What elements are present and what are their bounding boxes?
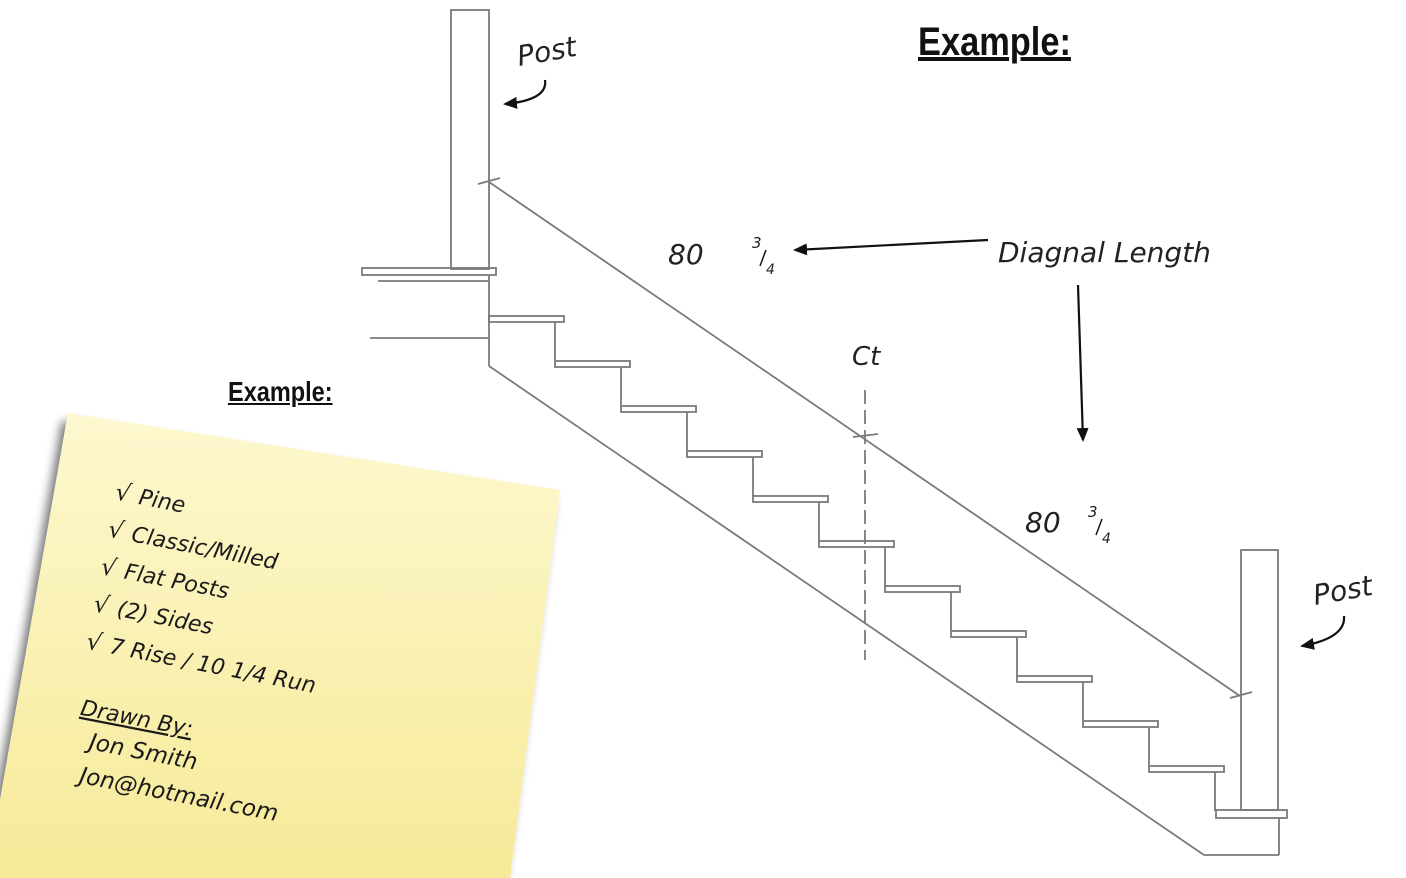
measure-upper-slash: [759, 249, 767, 267]
top-post: [450, 9, 490, 270]
stair-tread: [884, 585, 961, 593]
stair-steps: [488, 315, 1225, 811]
sticky-note: √Pine√Classic/Milled√Flat Posts√(2) Side…: [0, 413, 560, 878]
stair-tread: [1016, 675, 1093, 683]
measure-lower-numerator: 3: [1088, 503, 1098, 521]
post-arrow-top: [503, 79, 547, 109]
center-tick: [852, 433, 879, 438]
check-mark-icon: √: [106, 515, 127, 546]
stair-tread: [554, 360, 631, 368]
stair-tread: [1082, 720, 1159, 728]
check-mark-icon: √: [99, 552, 120, 583]
measure-upper-numerator: 3: [752, 234, 762, 252]
stair-tread: [686, 450, 763, 458]
diagonal-arrow-left: [793, 238, 989, 256]
bottom-landing-tread: [1215, 809, 1288, 819]
check-mark-icon: √: [91, 590, 112, 621]
measurement-lower: 80 3 4: [1025, 503, 1111, 547]
post-label-top: Post: [514, 30, 579, 73]
measure-upper-whole: 80: [668, 238, 704, 271]
measure-lower-whole: 80: [1025, 506, 1061, 539]
post-label-bottom: Post: [1310, 569, 1375, 612]
top-landing-tread: [361, 267, 497, 276]
stringer-bottom-line: [488, 365, 1205, 856]
bottom-post: [1240, 549, 1279, 811]
stair-tread: [818, 540, 895, 548]
post-arrow-bottom: [1300, 615, 1346, 650]
measure-upper-denominator: 4: [766, 262, 775, 278]
measure-lower-denominator: 4: [1102, 531, 1111, 547]
stair-tread: [752, 495, 829, 503]
stair-tread: [950, 630, 1027, 638]
stair-tread: [620, 405, 697, 413]
diagonal-arrow-down: [1076, 284, 1089, 442]
check-mark-icon: √: [84, 627, 105, 658]
sticky-note-paper: [0, 413, 560, 878]
stair-tread: [488, 315, 565, 323]
center-label: Ct: [852, 342, 881, 372]
diagonal-length-label: Diagnal Length: [998, 236, 1211, 269]
stair-tread: [1148, 765, 1225, 773]
example-heading-note: Example:: [228, 376, 333, 407]
measure-lower-slash: [1095, 518, 1103, 536]
example-heading-main: Example:: [918, 20, 1071, 64]
check-mark-icon: √: [113, 478, 134, 509]
measurement-upper: 80 3 4: [668, 234, 775, 278]
handrail-tick-top: [477, 177, 501, 185]
